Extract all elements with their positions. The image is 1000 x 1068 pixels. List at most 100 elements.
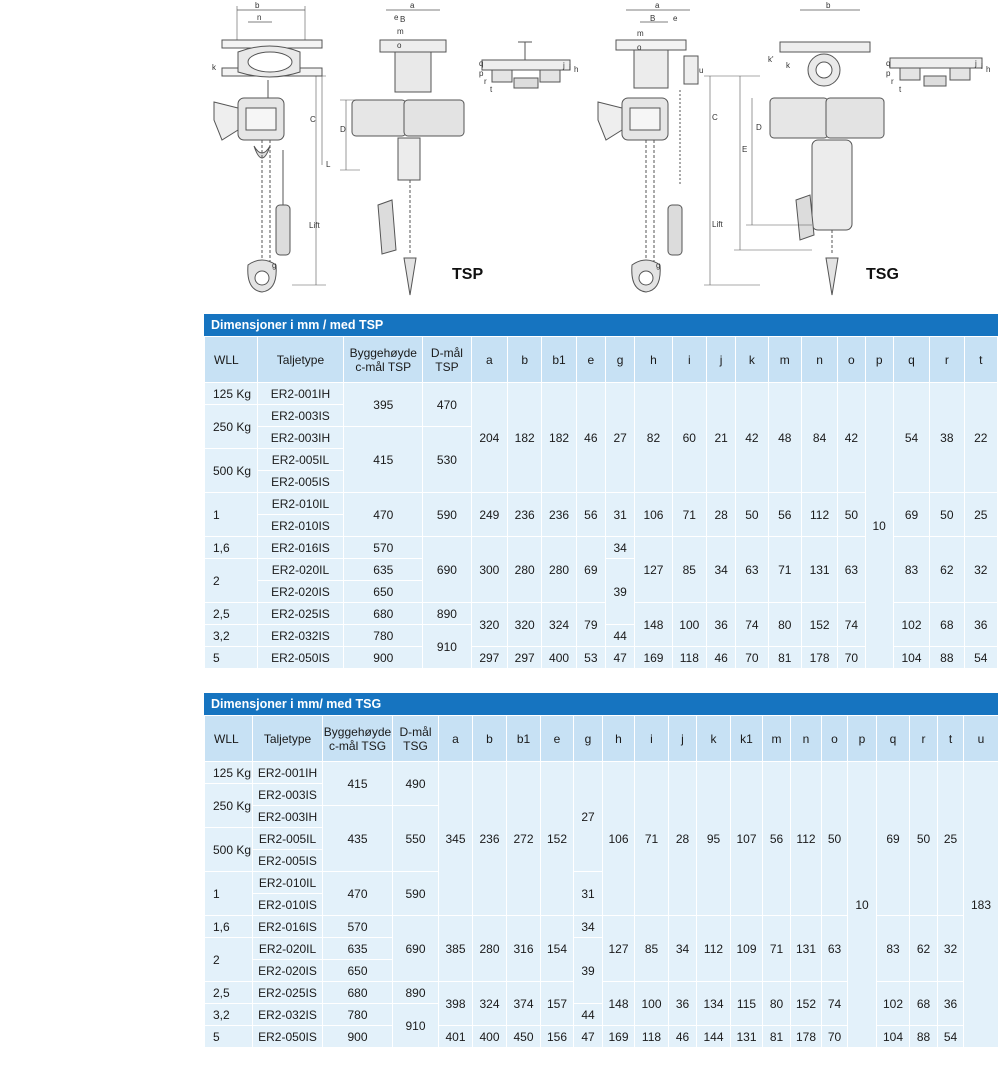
value-cell: 63 bbox=[837, 536, 866, 603]
value-cell: 56 bbox=[762, 761, 791, 916]
value-cell: 118 bbox=[671, 646, 707, 669]
col-header: g bbox=[573, 715, 603, 762]
col-header: m bbox=[762, 715, 791, 762]
value-cell: 47 bbox=[604, 646, 636, 669]
tsp-dim-label: t bbox=[490, 85, 493, 94]
value-cell: 183 bbox=[963, 761, 999, 1048]
d-cell: 910 bbox=[392, 1003, 439, 1048]
col-header: Byggehøyde c-mål TSP bbox=[343, 336, 424, 383]
tsg-dim-label: i bbox=[981, 62, 983, 71]
value-cell: 56 bbox=[575, 492, 606, 537]
col-header: Taljetype bbox=[256, 336, 345, 383]
value-cell: 70 bbox=[837, 646, 866, 669]
col-header: k bbox=[735, 336, 769, 383]
wll-cell: 2 bbox=[204, 558, 258, 603]
col-header: j bbox=[705, 336, 737, 383]
col-header: r bbox=[909, 715, 938, 762]
value-cell: 70 bbox=[735, 646, 769, 669]
value-cell: 374 bbox=[506, 981, 541, 1026]
tsp-dim-label: e bbox=[394, 13, 399, 22]
value-cell: 63 bbox=[821, 915, 848, 982]
value-cell: 74 bbox=[821, 981, 848, 1026]
value-cell: 32 bbox=[963, 536, 999, 603]
tsp-dim-label: n bbox=[257, 13, 261, 22]
value-cell: 104 bbox=[892, 646, 931, 669]
value-cell: 118 bbox=[634, 1025, 669, 1048]
value-cell: 62 bbox=[909, 915, 938, 982]
value-cell: 32 bbox=[937, 915, 964, 982]
value-cell: 71 bbox=[671, 492, 707, 537]
value-cell: 236 bbox=[507, 492, 543, 537]
col-header: t bbox=[937, 715, 964, 762]
type-cell: ER2-050IS bbox=[256, 646, 345, 669]
value-cell: 324 bbox=[541, 602, 577, 647]
wll-cell: 250 Kg bbox=[204, 783, 253, 828]
value-cell: 85 bbox=[634, 915, 669, 982]
value-cell: 50 bbox=[909, 761, 938, 916]
table-row: 2,5 ER2-025IS 680 890 398 324 374 157 14… bbox=[204, 981, 999, 1026]
wll-cell: 2 bbox=[204, 937, 253, 982]
col-header: WLL bbox=[204, 715, 253, 762]
col-header: k1 bbox=[730, 715, 763, 762]
tsg-dim-label: g bbox=[656, 261, 660, 270]
table-row: ER2-005IS bbox=[205, 470, 998, 493]
value-cell: 50 bbox=[821, 761, 848, 916]
value-cell: 400 bbox=[541, 646, 577, 669]
col-header: n bbox=[790, 715, 822, 762]
wll-cell: 500 Kg bbox=[204, 448, 258, 493]
value-cell: 182 bbox=[541, 382, 577, 493]
table-row: 2 ER2-020IL 635 39 bbox=[204, 937, 999, 1004]
value-cell: 69 bbox=[876, 761, 910, 916]
d-cell: 590 bbox=[392, 871, 439, 916]
col-header: q bbox=[892, 336, 931, 383]
type-cell: ER2-005IS bbox=[256, 470, 345, 493]
type-cell: ER2-010IL bbox=[256, 492, 345, 515]
value-cell: 50 bbox=[735, 492, 769, 537]
value-cell: 63 bbox=[735, 536, 769, 603]
col-header: r bbox=[929, 336, 965, 383]
col-header: i bbox=[634, 715, 669, 762]
d-cell: 910 bbox=[422, 624, 472, 669]
value-cell: 34 bbox=[705, 536, 737, 603]
value-cell: 157 bbox=[540, 981, 574, 1026]
value-cell: 31 bbox=[573, 871, 603, 916]
value-cell: 81 bbox=[762, 1025, 791, 1048]
col-header: u bbox=[963, 715, 999, 762]
tsp-dim-label: B bbox=[400, 15, 405, 24]
value-cell: 39 bbox=[573, 937, 603, 1004]
value-cell: 324 bbox=[472, 981, 507, 1026]
col-header: b bbox=[472, 715, 507, 762]
type-cell: ER2-010IS bbox=[256, 514, 345, 537]
type-cell: ER2-005IL bbox=[256, 448, 345, 471]
table-row: 500 Kg ER2-005IL bbox=[204, 448, 998, 493]
table-row: 125 Kg ER2-001IH 395 470 204 182 182 46 … bbox=[204, 382, 999, 669]
col-header: b1 bbox=[541, 336, 577, 383]
c-cell: 570 bbox=[343, 536, 424, 559]
hoist-drawing: b n k C L Lift g a e B m o D q p r t j i… bbox=[212, 1, 990, 296]
tsp-dimensions-section: Dimensjoner i mm / med TSP WLL Taljetype… bbox=[204, 314, 999, 669]
c-cell: 680 bbox=[343, 602, 424, 625]
value-cell: 36 bbox=[963, 602, 999, 647]
value-cell: 27 bbox=[604, 382, 636, 493]
tsp-detail-view bbox=[481, 41, 571, 89]
type-cell: ER2-001IH bbox=[252, 761, 323, 784]
c-cell: 470 bbox=[343, 492, 424, 537]
dimension-labels: b n k C L Lift g a e B m o D q p r t j i… bbox=[212, 1, 990, 270]
type-cell: ER2-010IS bbox=[252, 893, 323, 916]
value-cell: 297 bbox=[507, 646, 543, 669]
value-cell: 74 bbox=[837, 602, 866, 647]
value-cell: 54 bbox=[963, 646, 999, 669]
value-cell: 182 bbox=[507, 382, 543, 493]
tsg-dimensions-table: WLL Taljetype Byggehøyde c-mål TSG D-mål… bbox=[204, 715, 999, 1048]
value-cell: 48 bbox=[767, 382, 802, 493]
value-cell: 46 bbox=[575, 382, 606, 493]
tsg-dim-label: B bbox=[650, 14, 655, 23]
col-header: o bbox=[837, 336, 866, 383]
wll-cell: 125 Kg bbox=[204, 382, 258, 405]
d-cell: 590 bbox=[422, 492, 472, 537]
table-row: ER2-020IS 650 bbox=[205, 580, 998, 603]
value-cell: 148 bbox=[634, 602, 673, 647]
value-cell: 44 bbox=[604, 624, 636, 647]
value-cell: 31 bbox=[604, 492, 636, 537]
d-cell: 490 bbox=[392, 761, 439, 806]
